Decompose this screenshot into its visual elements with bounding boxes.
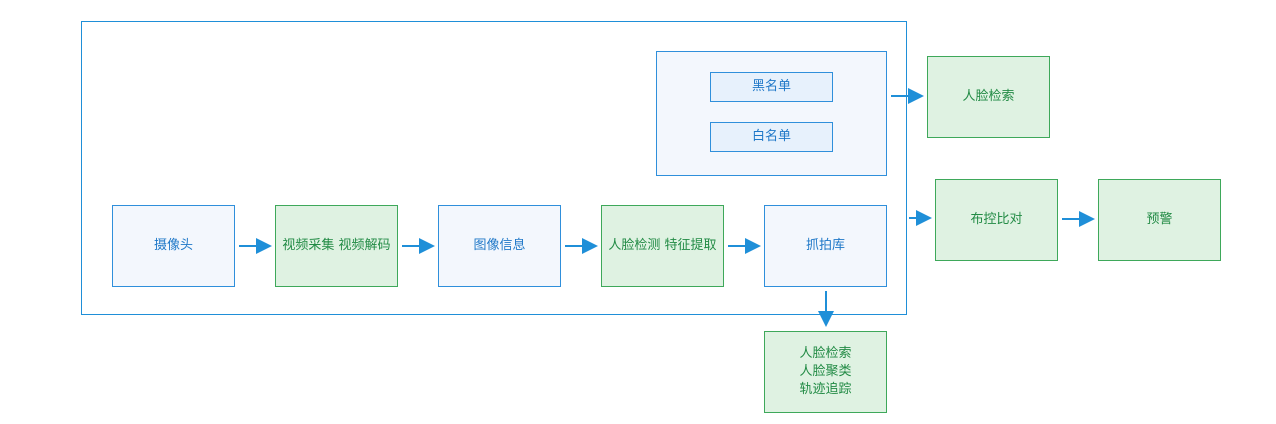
face-detect-node: 人脸检测 特征提取 xyxy=(601,205,724,287)
whitelist-box: 白名单 xyxy=(710,122,833,152)
alert-node: 预警 xyxy=(1098,179,1221,261)
capture-outputs-node: 人脸检索 人脸聚类 轨迹追踪 xyxy=(764,331,887,413)
face-search-top-node: 人脸检索 xyxy=(927,56,1050,138)
control-compare-node: 布控比对 xyxy=(935,179,1058,261)
capture-db-node: 抓拍库 xyxy=(764,205,887,287)
image-info-node: 图像信息 xyxy=(438,205,561,287)
list-library-panel xyxy=(656,51,887,176)
camera-node: 摄像头 xyxy=(112,205,235,287)
system-boundary xyxy=(81,21,907,315)
blacklist-box: 黑名单 xyxy=(710,72,833,102)
video-node: 视频采集 视频解码 xyxy=(275,205,398,287)
